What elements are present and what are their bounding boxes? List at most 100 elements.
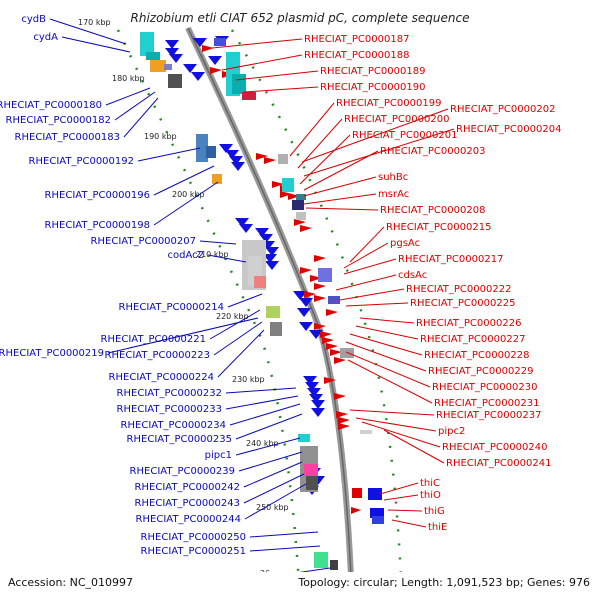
forward-gene-arrow[interactable] [265,261,279,270]
gene-box-green[interactable] [314,552,328,568]
forward-gene-arrow[interactable] [225,150,239,159]
reverse-gene-arrow[interactable] [272,181,284,188]
gene-box-cyan[interactable] [140,32,154,56]
reverse-gene-arrow[interactable] [300,225,312,232]
reverse-gene-arrow[interactable] [314,255,326,262]
reverse-gene-arrow[interactable] [280,191,292,198]
reverse-gene-arrow[interactable] [322,337,334,344]
gene-label-left[interactable]: cydA [33,32,58,43]
reverse-gene-arrow[interactable] [314,295,326,302]
gene-label-right[interactable]: RHECIAT_PC0000215 [386,222,491,233]
reverse-gene-arrow[interactable] [336,411,348,418]
gene-label-right[interactable]: RHECIAT_PC0000227 [420,334,525,345]
forward-gene-arrow[interactable] [265,247,279,256]
gene-label-right[interactable]: RHECIAT_PC0000231 [434,398,539,409]
gene-label-left[interactable]: RHECIAT_PC0000244 [136,514,241,525]
gene-label-right[interactable]: RHECIAT_PC0000187 [304,34,409,45]
reverse-gene-arrow[interactable] [210,67,222,74]
gene-label-right[interactable]: RHECIAT_PC0000228 [424,350,529,361]
gene-label-right[interactable]: RHECIAT_PC0000202 [450,104,555,115]
reverse-gene-arrow[interactable] [256,153,268,160]
gene-box-pink[interactable] [254,276,266,288]
forward-gene-arrow[interactable] [299,322,313,331]
forward-gene-arrow[interactable] [293,291,307,300]
gene-box-cyan[interactable] [232,74,246,94]
gene-box-red[interactable] [352,488,362,498]
gene-label-left[interactable]: RHECIAT_PC0000196 [45,190,150,201]
gene-label-left[interactable]: RHECIAT_PC0000221 [101,334,206,345]
gene-label-right[interactable]: msrAc [378,189,409,200]
gene-label-left[interactable]: cydB [21,14,46,25]
forward-gene-arrow[interactable] [297,308,311,317]
gene-label-right[interactable]: RHECIAT_PC0000217 [398,254,503,265]
gene-label-right[interactable]: RHECIAT_PC0000188 [304,50,409,61]
reverse-gene-arrow[interactable] [338,417,350,424]
reverse-gene-arrow[interactable] [294,219,306,226]
gene-box-magenta[interactable] [304,464,318,476]
reverse-gene-arrow[interactable] [310,275,322,282]
gene-label-right[interactable]: thiO [420,490,441,501]
gene-label-right[interactable]: RHECIAT_PC0000222 [406,284,511,295]
forward-gene-arrow[interactable] [311,400,325,409]
gene-box-lime[interactable] [266,306,280,318]
gene-box-gray[interactable] [296,212,306,220]
gene-label-left[interactable]: RHECIAT_PC0000235 [127,434,232,445]
gene-box-cyan[interactable] [146,52,160,60]
reverse-gene-arrow[interactable] [202,45,214,52]
gene-label-right[interactable]: RHECIAT_PC0000199 [336,98,441,109]
gene-label-left[interactable]: RHECIAT_PC0000243 [135,498,240,509]
gene-label-right[interactable]: RHECIAT_PC0000240 [442,442,547,453]
gene-label-left[interactable]: RHECIAT_PC0000198 [45,220,150,231]
forward-gene-arrow[interactable] [169,54,183,63]
forward-gene-arrow[interactable] [263,254,277,263]
gene-label-right[interactable]: RHECIAT_PC0000225 [410,298,515,309]
gene-label-right[interactable]: RHECIAT_PC0000237 [436,410,541,421]
forward-gene-arrow[interactable] [229,156,243,165]
reverse-gene-arrow[interactable] [320,331,332,338]
gene-label-left[interactable]: RHECIAT_PC0000242 [135,482,240,493]
gene-label-left[interactable]: RHECIAT_PC0000224 [109,372,214,383]
forward-gene-arrow[interactable] [193,38,207,47]
gene-box-orange[interactable] [212,174,222,184]
gene-label-right[interactable]: RHECIAT_PC0000189 [320,66,425,77]
gene-label-left[interactable]: RHECIAT_PC0000207 [91,236,196,247]
forward-gene-arrow[interactable] [311,408,325,417]
gene-label-right[interactable]: cdsAc [398,270,427,281]
gene-label-left[interactable]: RHECIAT_PC0000233 [117,404,222,415]
reverse-gene-arrow[interactable] [314,323,326,330]
gene-box-red[interactable] [242,92,256,100]
gene-box-gray[interactable] [306,476,318,490]
gene-label-right[interactable]: RHECIAT_PC0000204 [456,124,561,135]
reverse-gene-arrow[interactable] [334,357,346,364]
gene-label-left[interactable]: codAc2 [168,250,205,261]
reverse-gene-arrow[interactable] [330,349,342,356]
reverse-gene-arrow[interactable] [338,423,350,430]
forward-gene-arrow[interactable] [183,64,197,73]
gene-box-gray[interactable] [270,322,282,336]
gene-box-blue[interactable] [372,516,384,524]
forward-gene-arrow[interactable] [309,330,323,339]
reverse-gene-arrow[interactable] [326,343,338,350]
forward-gene-arrow[interactable] [255,228,269,237]
gene-box-gray[interactable] [340,348,354,358]
gene-box-steel[interactable] [196,134,208,162]
gene-label-left[interactable]: RHECIAT_PC0000250 [141,532,246,543]
forward-gene-arrow[interactable] [259,234,273,243]
gene-label-left[interactable]: RHECIAT_PC0000182 [6,115,111,126]
forward-gene-arrow[interactable] [307,388,321,397]
reverse-gene-arrow[interactable] [334,393,346,400]
gene-label-right[interactable]: RHECIAT_PC0000208 [380,205,485,216]
gene-label-right[interactable]: suhBc [378,172,408,183]
gene-label-right[interactable]: RHECIAT_PC0000226 [416,318,521,329]
forward-gene-arrow[interactable] [191,72,205,81]
forward-gene-arrow[interactable] [231,162,245,171]
gene-label-right[interactable]: RHECIAT_PC0000241 [446,458,551,469]
gene-box-cyan[interactable] [298,434,310,442]
reverse-gene-arrow[interactable] [288,193,300,200]
reverse-gene-arrow[interactable] [351,507,361,514]
gene-box-gray[interactable] [360,430,372,434]
gene-label-right[interactable]: RHECIAT_PC0000200 [344,114,449,125]
gene-label-right[interactable]: RHECIAT_PC0000203 [380,146,485,157]
gene-box-gray[interactable] [278,154,288,164]
forward-gene-arrow[interactable] [305,382,319,391]
